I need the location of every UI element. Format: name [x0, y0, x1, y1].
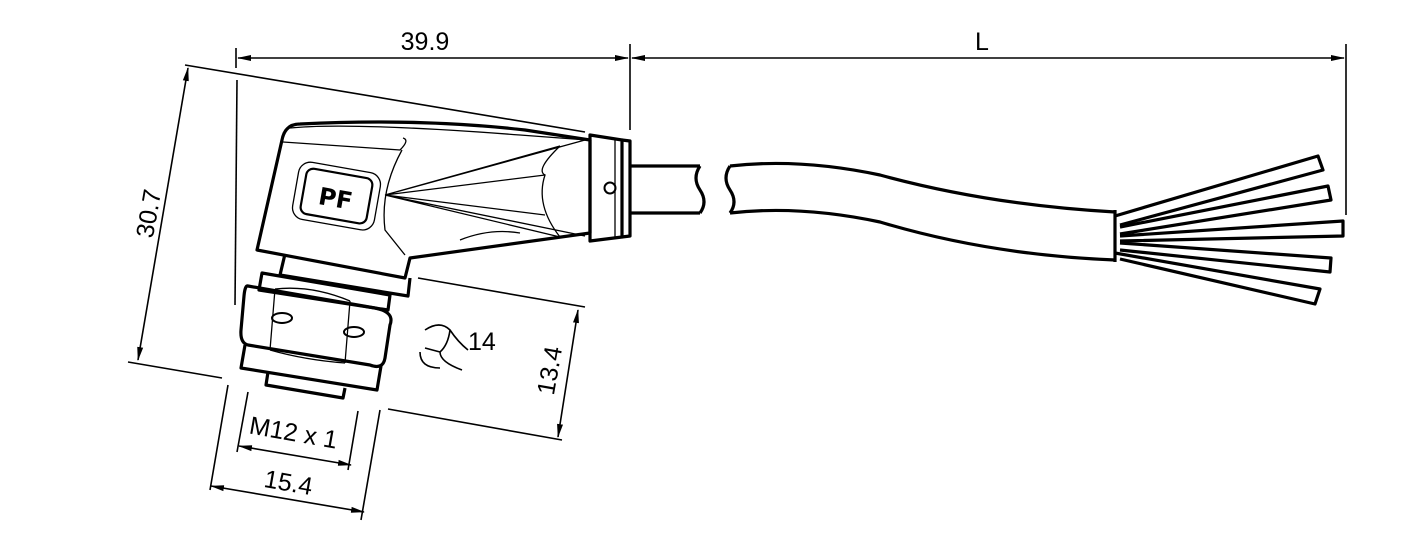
cable	[630, 161, 1117, 262]
dimension-label-39-9: 39.9	[401, 28, 450, 56]
dimension-thread: M12 x 1	[236, 391, 359, 471]
dimension-39-9: 39.9	[235, 28, 631, 130]
dimension-label-30-7: 30.7	[131, 187, 167, 240]
logo-text: PF	[316, 182, 354, 215]
wrench-size-label: 14	[468, 328, 496, 356]
dimension-13-4: 13.4	[387, 277, 586, 441]
dimension-label-13-4: 13.4	[532, 344, 568, 397]
dimension-15-4: 15.4	[209, 384, 381, 521]
cable-gland	[588, 133, 632, 243]
dimension-label-thread: M12 x 1	[247, 412, 339, 455]
wires	[1114, 154, 1345, 306]
dimension-L: L	[631, 28, 1347, 215]
wrench-icon: 14	[419, 324, 496, 371]
logo-badge: PF	[291, 161, 382, 231]
dimension-label-L: L	[975, 28, 989, 56]
coupling-nut	[239, 253, 412, 400]
connector-housing: PF	[255, 120, 592, 280]
